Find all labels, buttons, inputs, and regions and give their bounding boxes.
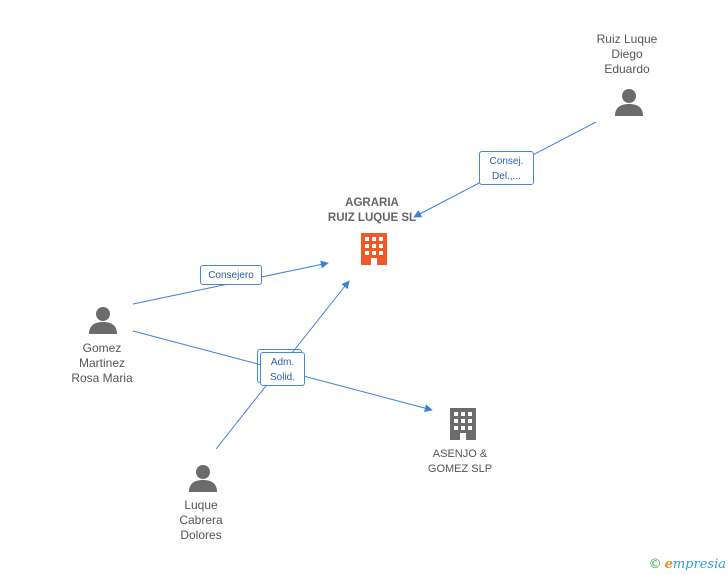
- gomez-line-3: Rosa Maria: [71, 371, 133, 385]
- main-company-label[interactable]: AGRARIA RUIZ LUQUE SL: [310, 196, 434, 226]
- building-icon[interactable]: [358, 232, 390, 266]
- main-company-line-2: RUIZ LUQUE SL: [327, 212, 417, 224]
- edge-shared-line-1: Adm.: [270, 357, 295, 368]
- asenjo-line-1: ASENJO &: [432, 448, 488, 460]
- person-icon[interactable]: [188, 463, 218, 493]
- building-icon[interactable]: [447, 407, 479, 441]
- edge-gomez-line-1: Consejero: [208, 270, 254, 281]
- asenjo-line-2: GOMEZ SLP: [427, 463, 493, 475]
- edge-label-gomez-to-main[interactable]: Consejero: [200, 265, 262, 285]
- edge-ruiz-line-2: Del.,...: [492, 171, 521, 182]
- edge-shared-line-2: Solid.: [269, 372, 295, 383]
- person-luque-label[interactable]: Luque Cabrera Dolores: [151, 498, 251, 543]
- brand-initial: e: [664, 557, 673, 572]
- edge-label-ruiz-to-main[interactable]: Consej. Del.,...: [479, 151, 534, 185]
- ruiz-line-1: Ruiz Luque: [596, 32, 658, 46]
- luque-line-1: Luque: [184, 498, 218, 512]
- gomez-line-2: Martinez: [78, 356, 125, 370]
- edge-ruiz-line-1: Consej.: [489, 156, 524, 167]
- ruiz-line-3: Eduardo: [604, 62, 650, 76]
- brand-name: mpresia: [672, 557, 726, 572]
- person-gomez-label[interactable]: Gomez Martinez Rosa Maria: [52, 341, 152, 386]
- person-icon[interactable]: [614, 87, 644, 117]
- empresia-watermark[interactable]: ©empresia: [649, 557, 726, 572]
- gomez-line-1: Gomez: [82, 341, 122, 355]
- luque-line-2: Cabrera: [179, 513, 223, 527]
- ruiz-line-2: Diego: [611, 47, 643, 61]
- luque-line-3: Dolores: [180, 528, 222, 542]
- person-icon[interactable]: [88, 305, 118, 335]
- main-company-line-1: AGRARIA: [345, 197, 399, 209]
- asenjo-company-label[interactable]: ASENJO & GOMEZ SLP: [410, 447, 510, 477]
- edge-label-shared[interactable]: Adm. Solid.: [257, 349, 305, 386]
- person-ruiz-label[interactable]: Ruiz Luque Diego Eduardo: [577, 32, 677, 77]
- copyright-icon: ©: [648, 557, 662, 572]
